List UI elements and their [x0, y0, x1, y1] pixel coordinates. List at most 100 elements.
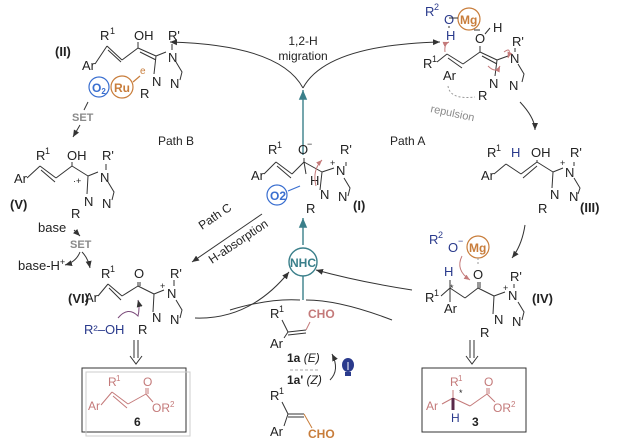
svg-text:−: −: [458, 236, 463, 246]
nhc-catalyst: NHC: [288, 247, 318, 300]
svg-text:N: N: [565, 165, 574, 180]
svg-text:N: N: [510, 51, 519, 66]
o2-circle: [88, 76, 110, 98]
svg-text:N: N: [569, 189, 578, 204]
svg-text:O: O: [444, 12, 454, 27]
svg-text:−: −: [307, 139, 312, 149]
svg-text:+: +: [560, 158, 565, 168]
substrate-1a-label: 1a (E): [287, 351, 320, 365]
svg-text:OH: OH: [67, 148, 87, 163]
svg-text:+: +: [330, 158, 335, 168]
svg-text:N: N: [320, 187, 329, 202]
svg-text:1: 1: [110, 264, 115, 274]
intermediate-i: R 1 O − R' N + N N R H Ar (I) O2: [251, 139, 365, 216]
svg-text:1: 1: [496, 143, 501, 153]
intermediate-vi: R 1 O R' N + N N R Ar (VI) R²–OH: [68, 264, 183, 337]
svg-text:Ar: Ar: [444, 301, 458, 316]
svg-text:OH: OH: [134, 28, 154, 43]
svg-text:R: R: [100, 28, 109, 43]
product-arrows: [129, 340, 479, 365]
mg-label: Mg: [460, 13, 477, 27]
svg-text:O: O: [475, 31, 485, 46]
svg-text:O: O: [448, 240, 458, 255]
svg-text:H: H: [511, 145, 520, 160]
base-label: base: [38, 220, 66, 235]
svg-text:1: 1: [279, 304, 284, 314]
svg-text:Ar: Ar: [251, 168, 265, 183]
mg-circle: [457, 7, 481, 31]
svg-text:Ar: Ar: [270, 424, 284, 439]
svg-text:1: 1: [116, 374, 121, 383]
svg-text:N: N: [494, 312, 503, 327]
repulsion-label: repulsion: [429, 103, 475, 124]
svg-text:O: O: [484, 375, 493, 389]
svg-text:R: R: [108, 375, 117, 389]
intermediate-iii: R 1 H OH R' N + N N R Ar (III): [481, 143, 600, 216]
set-label-2: SET: [70, 239, 92, 251]
svg-text:R: R: [101, 266, 110, 281]
intermediate-v-label: (V): [10, 197, 27, 212]
svg-text:OH: OH: [531, 145, 551, 160]
intermediate-ii-left: (II) Ar R 1 OH R' N N N R O2 Ru e SET: [55, 26, 183, 138]
intermediate-v: R 1 OH R' N N N R Ar ·+ (V) base SET bas…: [10, 146, 115, 273]
svg-text:N: N: [84, 194, 93, 209]
svg-text:Ar: Ar: [82, 58, 96, 73]
svg-text:R: R: [450, 375, 459, 389]
svg-text:N: N: [100, 170, 109, 185]
intermediate-iv: R 2 O − Mg O H * R 1 Ar R' N + N N R (IV…: [425, 230, 553, 340]
svg-text:Ar: Ar: [85, 290, 99, 305]
svg-text:R: R: [268, 142, 277, 157]
path-c: Path C H-absorption: [191, 200, 271, 266]
svg-text:N: N: [168, 50, 177, 65]
svg-text:R: R: [425, 4, 434, 19]
svg-text:Ar: Ar: [426, 399, 438, 413]
intermediate-iii-label: (III): [580, 200, 600, 215]
svg-text:N: N: [170, 76, 179, 91]
svg-text:R: R: [480, 325, 489, 340]
svg-text:1: 1: [432, 54, 437, 64]
svg-text:e: e: [140, 66, 146, 77]
svg-text:R: R: [425, 290, 434, 305]
svg-text:R: R: [270, 306, 279, 321]
svg-text:+: +: [503, 283, 508, 293]
svg-text:N: N: [152, 310, 161, 325]
svg-text:R: R: [487, 145, 496, 160]
svg-text:N: N: [152, 74, 161, 89]
svg-text:R: R: [138, 322, 147, 337]
svg-text:H: H: [446, 28, 455, 43]
substrate-1a-prime-label: 1a' (Z): [287, 373, 322, 387]
product-6-box: R 1 O Ar OR2 6: [81, 367, 191, 437]
svg-text:R: R: [140, 86, 149, 101]
svg-text:1: 1: [279, 386, 284, 396]
svg-text:R: R: [423, 56, 432, 71]
svg-text:R: R: [306, 201, 315, 216]
svg-text:R: R: [71, 206, 80, 221]
svg-text:Ar: Ar: [481, 168, 495, 183]
svg-text:O: O: [143, 375, 152, 389]
o2-circle-center: [266, 184, 288, 206]
svg-text:N: N: [167, 286, 176, 301]
svg-text:R': R': [170, 266, 182, 281]
svg-text:N: N: [509, 78, 518, 93]
svg-text:R: R: [538, 201, 547, 216]
path-b-label: Path B: [158, 134, 194, 148]
set-label-1: SET: [72, 112, 94, 124]
svg-text:·+: ·+: [73, 176, 81, 186]
svg-text:R': R': [512, 34, 524, 49]
svg-text:+: +: [160, 281, 165, 291]
svg-text:N: N: [338, 189, 347, 204]
migration-arrows: 1,2-H migration: [169, 34, 441, 155]
migration-label-1: 1,2-H: [288, 34, 317, 48]
svg-text:N: N: [489, 76, 498, 91]
svg-text:Ar: Ar: [270, 336, 284, 351]
migration-label-2: migration: [278, 49, 327, 63]
svg-text:R': R': [102, 148, 114, 163]
svg-text:1: 1: [458, 374, 463, 383]
svg-text:O: O: [298, 142, 308, 157]
r2oh-label: R²–OH: [84, 322, 124, 337]
intermediate-ii-left-label: (II): [55, 44, 71, 59]
svg-text:OR2: OR2: [152, 400, 175, 415]
svg-text:R': R': [570, 145, 582, 160]
svg-text:N: N: [550, 187, 559, 202]
